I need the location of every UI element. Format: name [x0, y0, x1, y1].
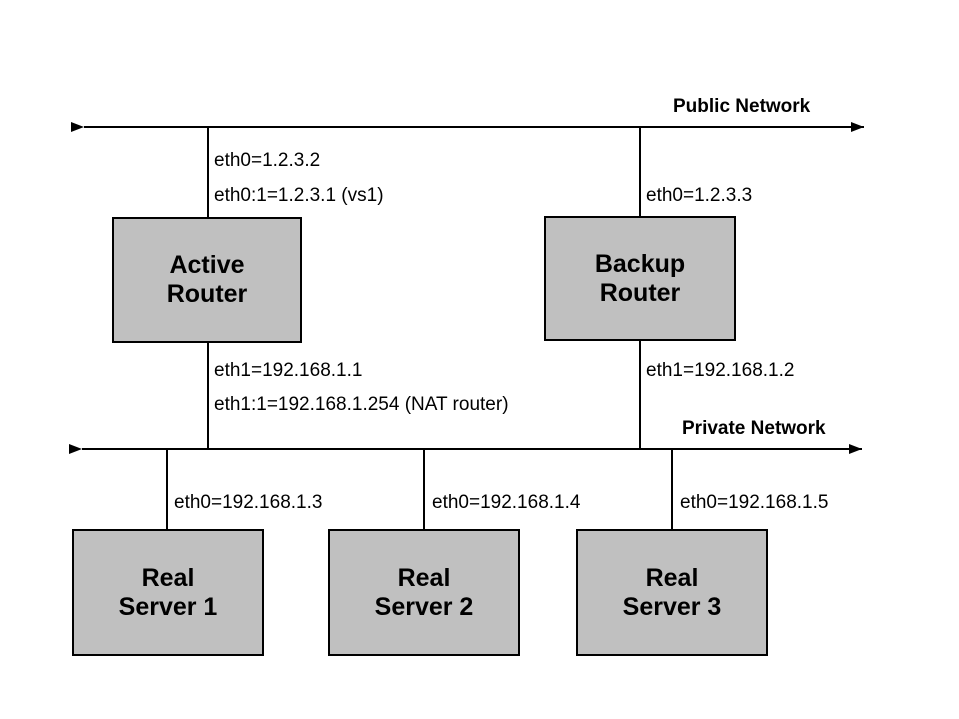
real-server-1-label-line-2: Server 1: [118, 592, 218, 621]
backup-router-label-line-1: Backup: [594, 249, 686, 278]
active-router-eth1-label: eth1=192.168.1.1: [214, 360, 363, 381]
backup-router-label-line-2: Router: [599, 278, 681, 307]
active-router-label-line-1: Active: [169, 251, 245, 279]
real-server-3-label-line-1: Real: [645, 563, 699, 592]
active-router-label-line-2: Router: [166, 280, 248, 308]
real-server-1-label-line-1: Real: [141, 563, 195, 592]
real-server-3-eth0-label: eth0=192.168.1.5: [680, 492, 829, 513]
real-server-3-label-line-2: Server 3: [622, 592, 722, 621]
private-network-label: Private Network: [682, 418, 826, 439]
real-server-2-label-line-1: Real: [397, 563, 451, 592]
backup-router-eth1-label: eth1=192.168.1.2: [646, 360, 795, 381]
real-server-2-eth0-label: eth0=192.168.1.4: [432, 492, 581, 513]
active-router-eth0-label: eth0=1.2.3.2: [214, 150, 321, 171]
real-server-1-box[interactable]: Real Server 1: [72, 529, 264, 656]
real-server-1-eth0-label: eth0=192.168.1.3: [174, 492, 323, 513]
public-network-label: Public Network: [673, 96, 811, 117]
real-server-3-box[interactable]: Real Server 3: [576, 529, 768, 656]
active-router-eth1-alias-label: eth1:1=192.168.1.254 (NAT router): [214, 394, 509, 415]
active-router-box[interactable]: Active Router: [112, 217, 302, 343]
real-server-2-label-line-2: Server 2: [374, 592, 474, 621]
backup-router-eth0-label: eth0=1.2.3.3: [646, 185, 753, 206]
real-server-2-box[interactable]: Real Server 2: [328, 529, 520, 656]
backup-router-box[interactable]: Backup Router: [544, 216, 736, 341]
active-router-eth0-alias-label: eth0:1=1.2.3.1 (vs1): [214, 185, 384, 206]
